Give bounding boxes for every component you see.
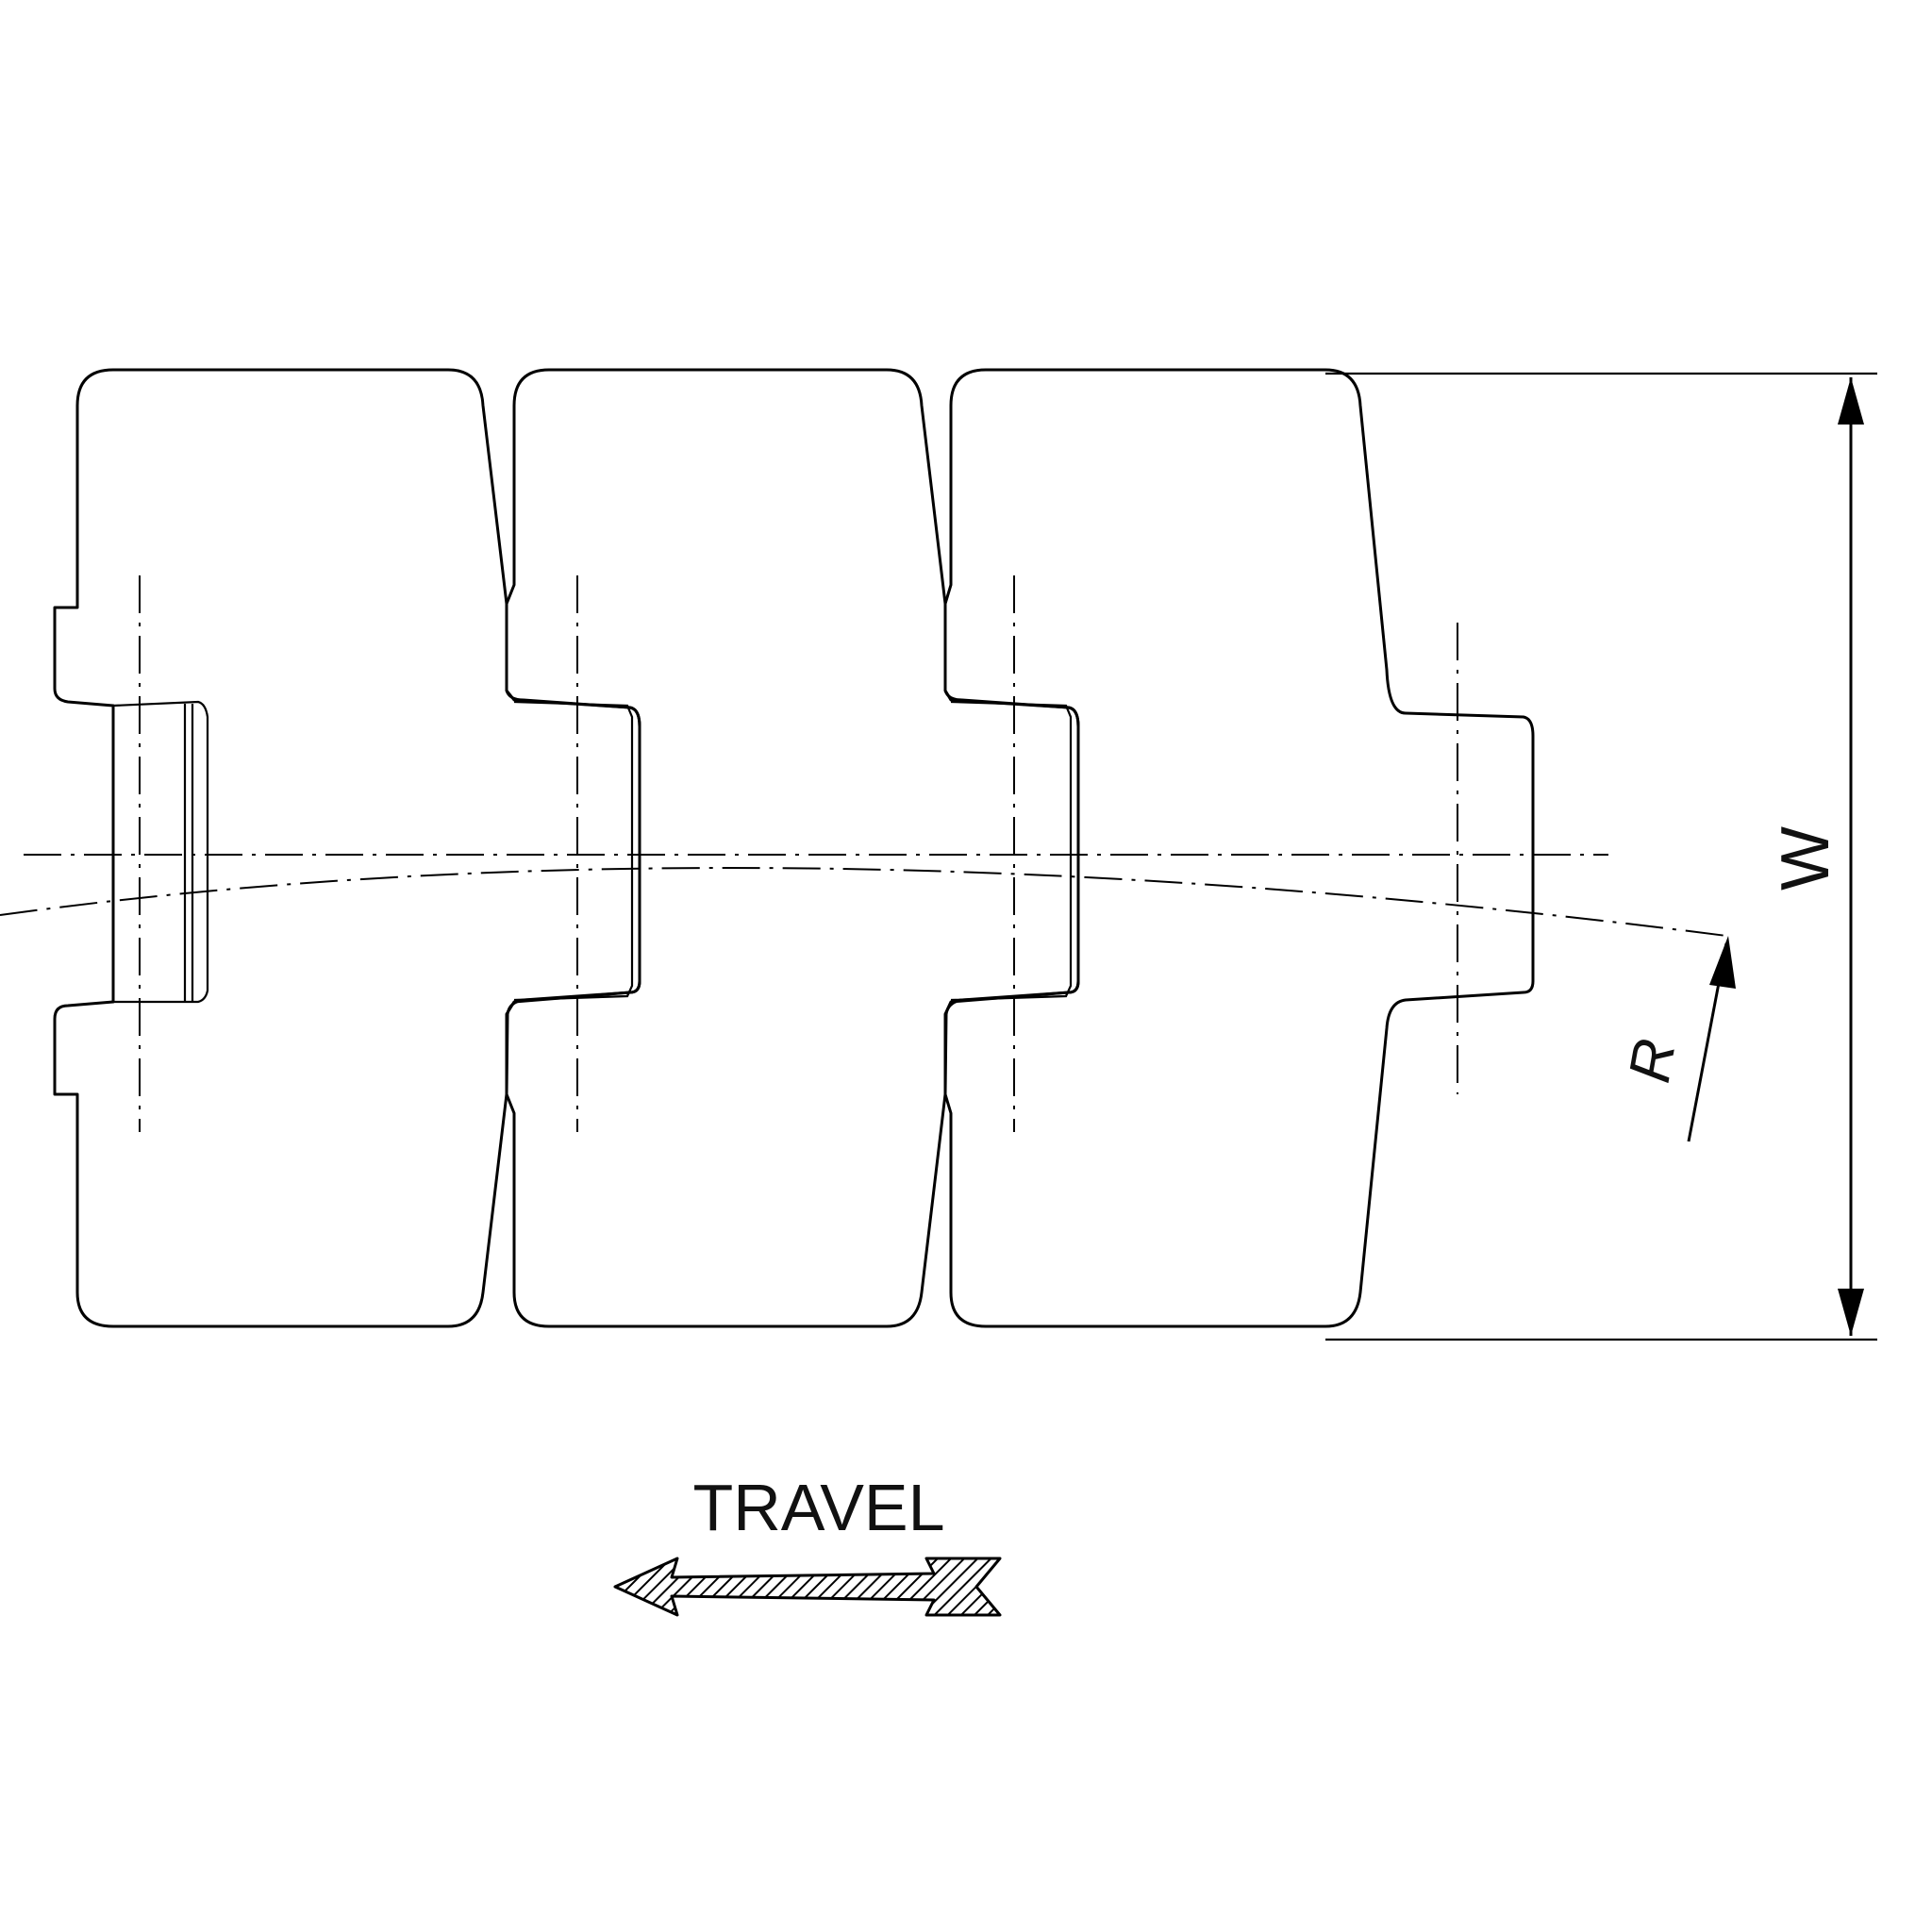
travel-indicator: TRAVEL	[613, 1471, 1002, 1617]
travel-label: TRAVEL	[692, 1471, 944, 1544]
width-dimension: W	[1325, 372, 1877, 1341]
curve-center-line	[0, 867, 1727, 937]
travel-arrow-icon	[613, 1557, 1002, 1617]
width-label: W	[1768, 826, 1843, 891]
chain-link-1	[53, 368, 641, 1328]
chain-link-2	[505, 368, 1080, 1328]
radius-dimension: R	[1617, 936, 1736, 1142]
radius-label: R	[1617, 1034, 1689, 1087]
chain-link-3	[943, 368, 1535, 1328]
